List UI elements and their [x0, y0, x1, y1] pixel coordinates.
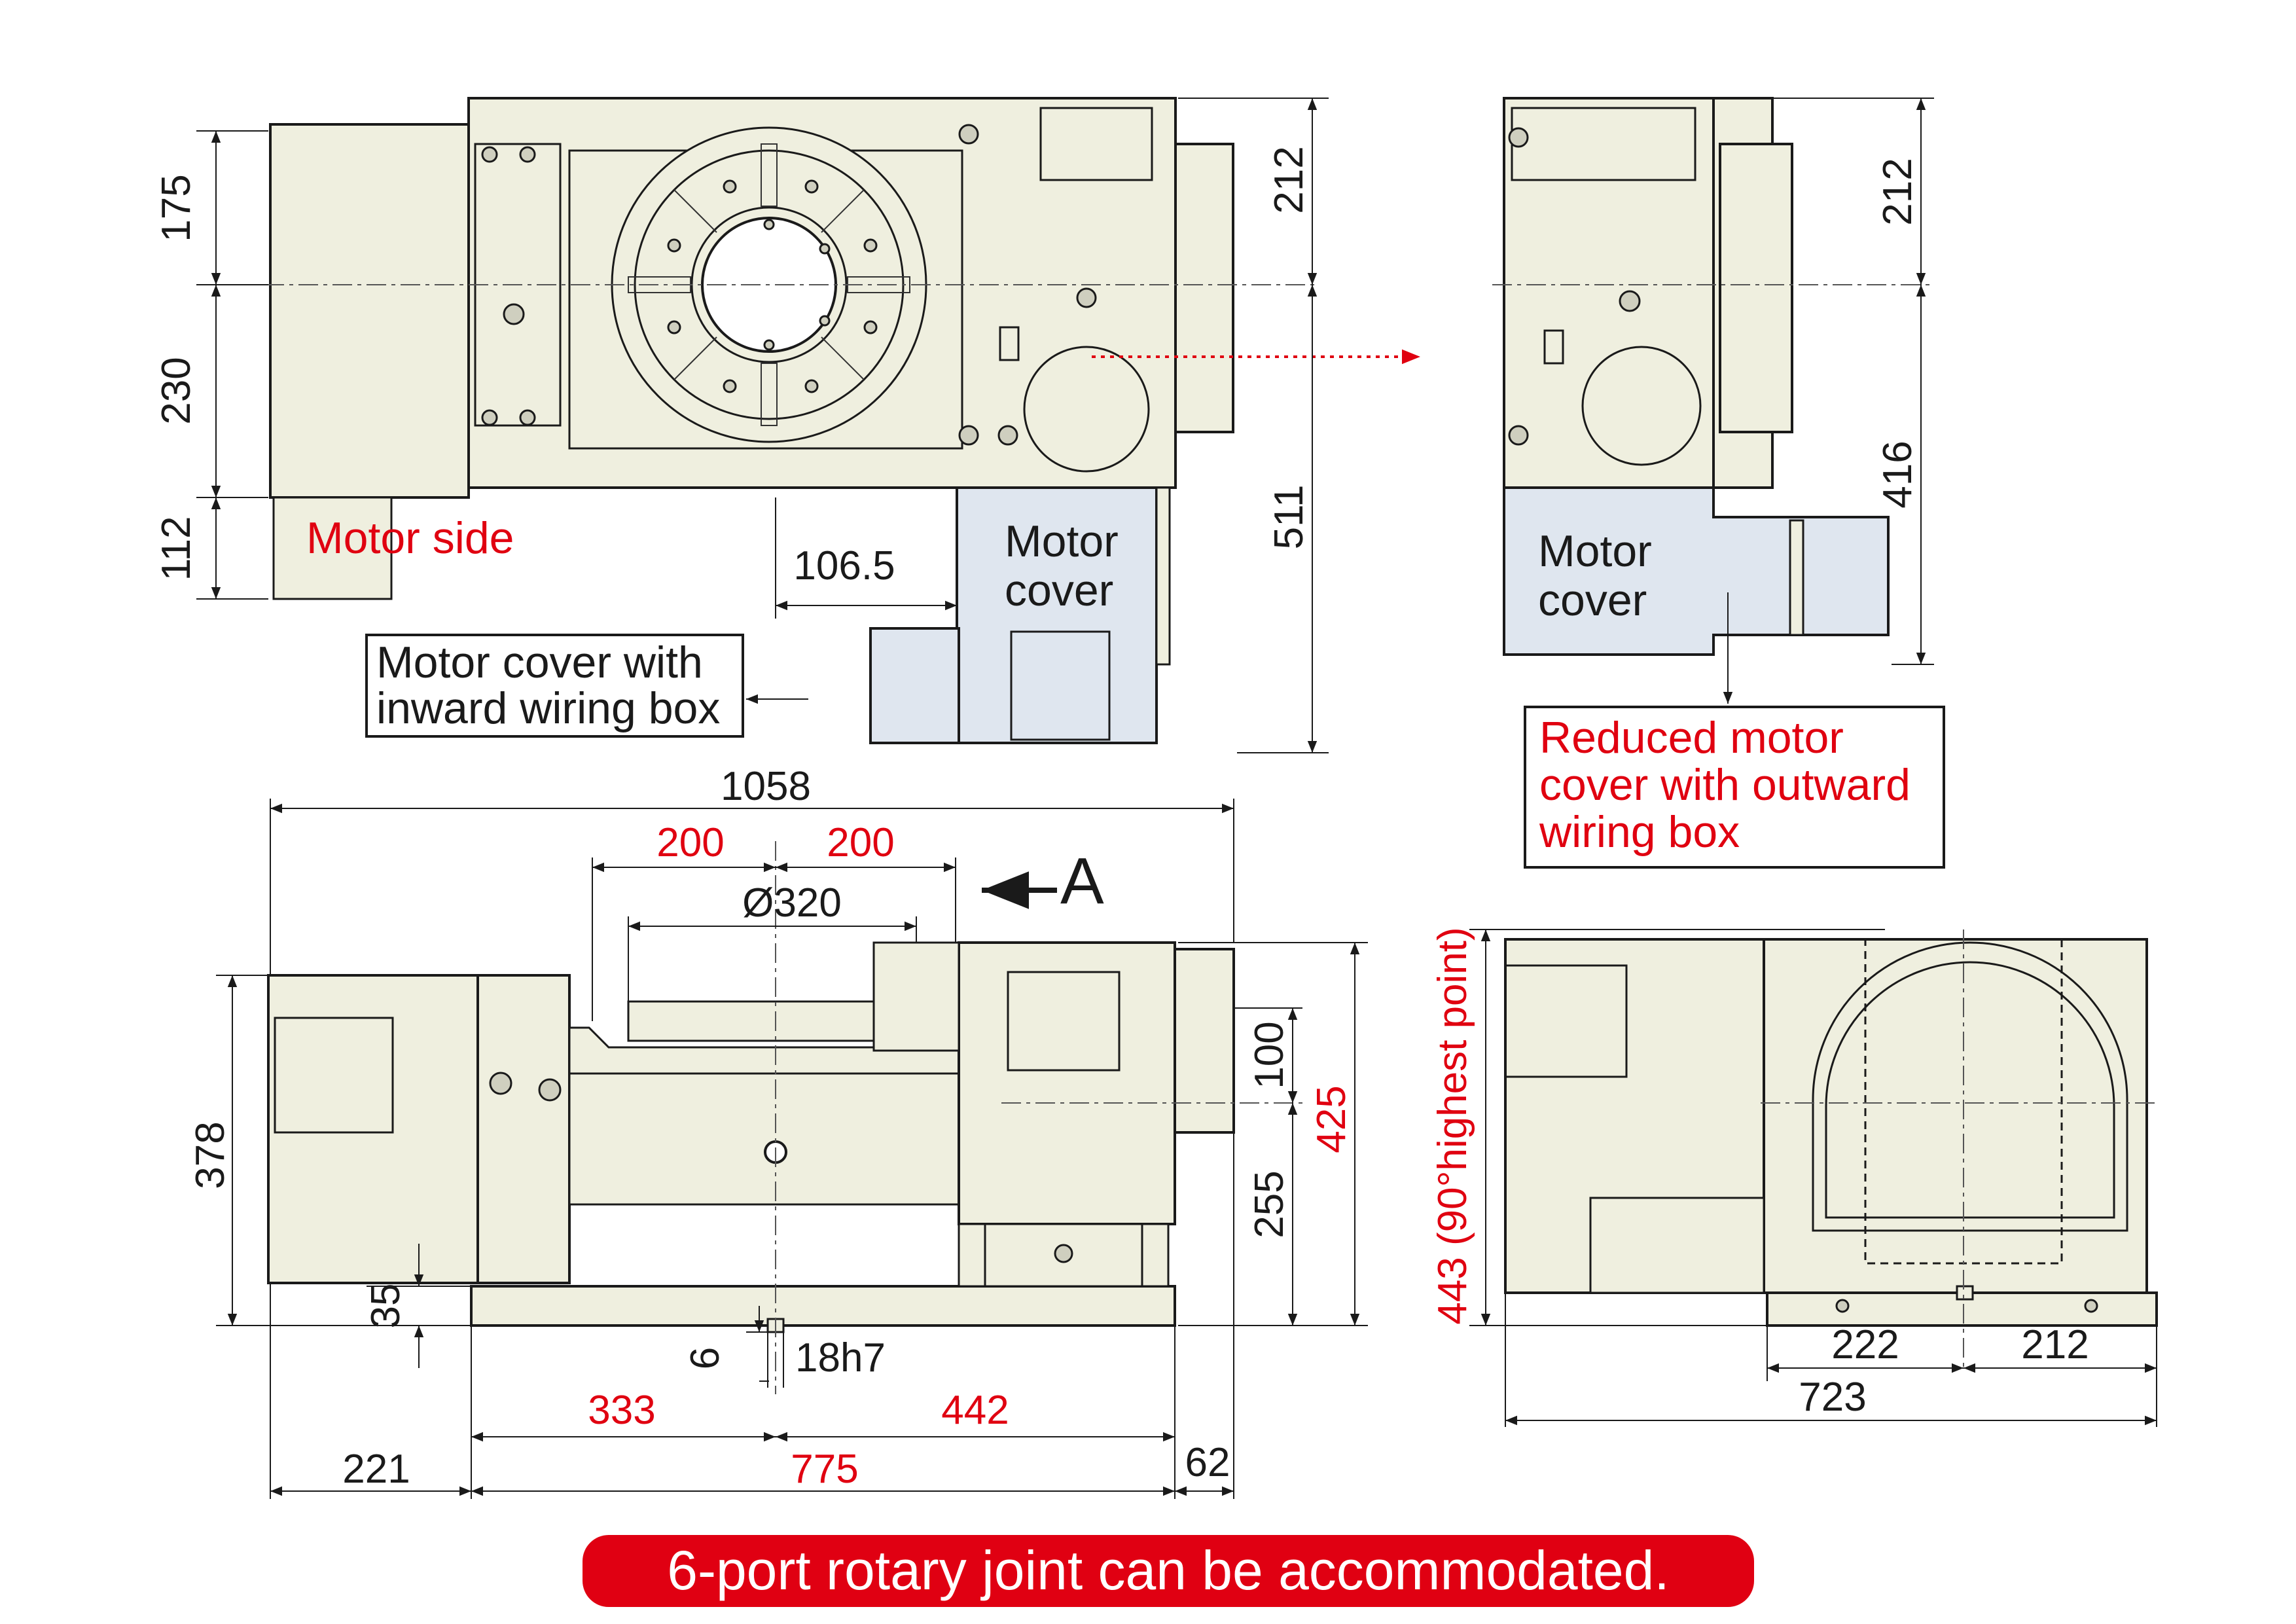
- dim-200-right: 200: [827, 820, 894, 865]
- front-left-dims: 378 35: [188, 975, 471, 1368]
- dim-1058: 1058: [721, 764, 811, 809]
- dim-100: 100: [1247, 1021, 1292, 1089]
- dim-35: 35: [363, 1284, 408, 1329]
- dim-378: 378: [188, 1121, 233, 1189]
- dim-442: 442: [941, 1388, 1009, 1433]
- side-bottom-dims: 222 212 723: [1505, 1293, 2157, 1427]
- top-view-reduced: Motor cover 212 416 Reduced motor cover …: [1492, 97, 1945, 869]
- reduced-motor-cover: Motor cover: [1503, 486, 1890, 704]
- dim-775: 775: [791, 1447, 858, 1492]
- inward-box-label-2: inward wiring box: [376, 683, 720, 733]
- inward-wiring-callout: Motor cover with inward wiring box: [365, 634, 808, 738]
- top-view-left-dims: 175 230 112: [154, 130, 268, 600]
- outward-box-label-3: wiring box: [1539, 807, 1740, 857]
- dim-255: 255: [1247, 1170, 1292, 1238]
- reduced-dim-212: 212: [1875, 158, 1920, 225]
- outward-wiring-callout: Reduced motor cover with outward wiring …: [1524, 706, 1945, 869]
- dim-443: 443 (90°highest point): [1430, 927, 1475, 1324]
- dim-723: 723: [1799, 1375, 1866, 1420]
- view-a-arrow: A: [982, 844, 1104, 918]
- slot-spacing-dims: 200 200: [592, 820, 956, 1021]
- dim-333: 333: [588, 1388, 655, 1433]
- dim-106-5: 106.5: [793, 543, 895, 588]
- view-a-label: A: [1060, 844, 1104, 918]
- dim-175: 175: [154, 174, 199, 242]
- rotary-joint-banner: 6-port rotary joint can be accommodated.: [583, 1535, 1754, 1607]
- table-slots: [628, 143, 910, 426]
- outward-box-label-2: cover with outward: [1539, 760, 1910, 810]
- dim-221: 221: [342, 1447, 410, 1492]
- top-view: Motor cover 175 230 112 212 511: [154, 97, 1420, 753]
- dim-212: 212: [1266, 146, 1312, 213]
- dim-425: 425: [1309, 1085, 1354, 1153]
- outward-box-label-1: Reduced motor: [1539, 713, 1844, 763]
- key-dims: 6 18h7: [683, 1306, 886, 1388]
- reduced-right-dims: 212 416: [1715, 98, 1934, 665]
- side-view: 443 (90°highest point) 222 212 723: [1430, 927, 2160, 1427]
- table-bolts: [667, 179, 878, 393]
- dim-key-6: 6: [683, 1347, 728, 1369]
- table-diameter-dim: Ø320: [628, 880, 917, 1001]
- side-height-dim: 443 (90°highest point): [1430, 927, 1885, 1326]
- reduced-cover-label-2: cover: [1538, 575, 1647, 625]
- dim-62: 62: [1185, 1440, 1230, 1485]
- reduced-dim-416: 416: [1875, 441, 1920, 508]
- reduced-cover-label-1: Motor: [1538, 526, 1652, 576]
- front-bottom-dims: 333 442 775 221 62: [270, 1132, 1234, 1499]
- dim-222: 222: [1831, 1322, 1899, 1367]
- dim-side-212: 212: [2021, 1322, 2089, 1367]
- top-view-motor-cover: Motor cover: [869, 486, 1171, 744]
- dim-key-18h7: 18h7: [795, 1335, 886, 1380]
- inward-box-label-1: Motor cover with: [376, 638, 703, 687]
- dim-112: 112: [154, 516, 199, 581]
- motor-side-label: Motor side: [306, 513, 514, 563]
- dim-511: 511: [1266, 485, 1312, 550]
- front-right-dims: 100 255 425: [1178, 942, 1368, 1326]
- dim-230: 230: [154, 357, 199, 424]
- dim-diameter-320: Ø320: [742, 880, 842, 926]
- offset-dim: 106.5: [775, 497, 958, 619]
- top-view-right-dims: 212 511: [1178, 98, 1329, 753]
- banner-text: 6-port rotary joint can be accommodated.: [667, 1540, 1669, 1601]
- front-view: 1058 200 200 Ø320 A 378 35: [188, 764, 1368, 1499]
- motor-cover-label-1: Motor: [1005, 516, 1119, 566]
- motor-cover-label-2: cover: [1005, 566, 1113, 615]
- front-width-dim: 1058: [270, 764, 1234, 975]
- dim-200-left: 200: [656, 820, 724, 865]
